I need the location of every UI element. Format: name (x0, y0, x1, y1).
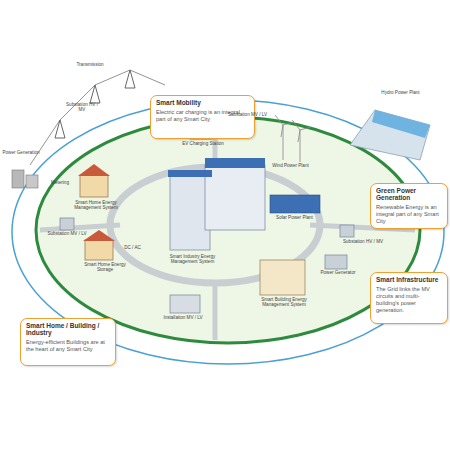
office-building (170, 175, 210, 250)
part-label: Metering (45, 180, 75, 185)
power-plant-tower (26, 175, 38, 188)
callout-box: Smart InfrastructureThe Grid links the M… (370, 272, 448, 324)
part-label: Substation MV / LV (225, 112, 270, 117)
pylon-symbol (55, 70, 135, 138)
substation (60, 218, 74, 230)
house-roof (83, 230, 115, 241)
wind-turbine (275, 115, 311, 162)
part-label: EV Charging Station (178, 141, 228, 146)
part-label: Smart Home Energy Storage (80, 262, 130, 272)
turbine-blade (275, 115, 294, 137)
callout-box: Smart Home / Building / IndustryEnergy-e… (20, 318, 116, 366)
reservoir-water (372, 110, 430, 138)
office-building (205, 165, 265, 230)
substation (340, 225, 354, 237)
callout-heading: Smart Mobility (156, 99, 249, 106)
hydro-dam (350, 110, 430, 160)
part-label: Power Generator (318, 270, 358, 275)
road (40, 120, 415, 340)
generator (325, 255, 347, 269)
grid-ring (12, 100, 444, 364)
callout-body: Energy-efficient Buildings are at the he… (26, 339, 110, 353)
solar-field (270, 195, 320, 213)
turbine-mast (283, 125, 284, 160)
part-label: Smart Building Energy Management System (255, 297, 313, 307)
switchgear (170, 295, 200, 313)
part-label: DC / AC (120, 245, 145, 250)
solar-roof (205, 158, 265, 168)
house (80, 175, 108, 197)
part-label: Wind Power Plant (268, 163, 313, 168)
part-label: Substation HV / MV (62, 102, 102, 112)
city-ground (36, 117, 420, 343)
house-roof (78, 164, 110, 176)
part-label: Substation MV / LV (46, 231, 88, 236)
callout-heading: Smart Home / Building / Industry (26, 322, 110, 336)
callout-body: Renewable Energy is an integral part of … (376, 204, 442, 225)
part-label: Smart Industry Energy Management System (165, 254, 220, 264)
part-label: Power Generation (2, 150, 40, 155)
part-label: Solar Power Plant (272, 215, 317, 220)
callout-body: The Grid links the MV circuits and multi… (376, 286, 442, 314)
solar-roof (168, 170, 212, 177)
part-label: Smart Home Energy Management System (74, 200, 118, 210)
callout-box: Green Power GenerationRenewable Energy i… (370, 183, 448, 229)
power-plant-tower (12, 170, 24, 188)
transmission-wire (30, 70, 165, 165)
part-label: Installation MV / LV (158, 315, 208, 320)
part-label: Substation HV / MV (342, 239, 384, 244)
callout-heading: Green Power Generation (376, 187, 442, 201)
house (85, 240, 113, 260)
part-label: Transmission (70, 62, 110, 67)
part-label: Hydro Power Plant (378, 90, 423, 95)
turbine-blade (292, 120, 311, 142)
apartment-building (260, 260, 305, 295)
callout-heading: Smart Infrastructure (376, 276, 442, 283)
turbine-mast (300, 130, 301, 162)
